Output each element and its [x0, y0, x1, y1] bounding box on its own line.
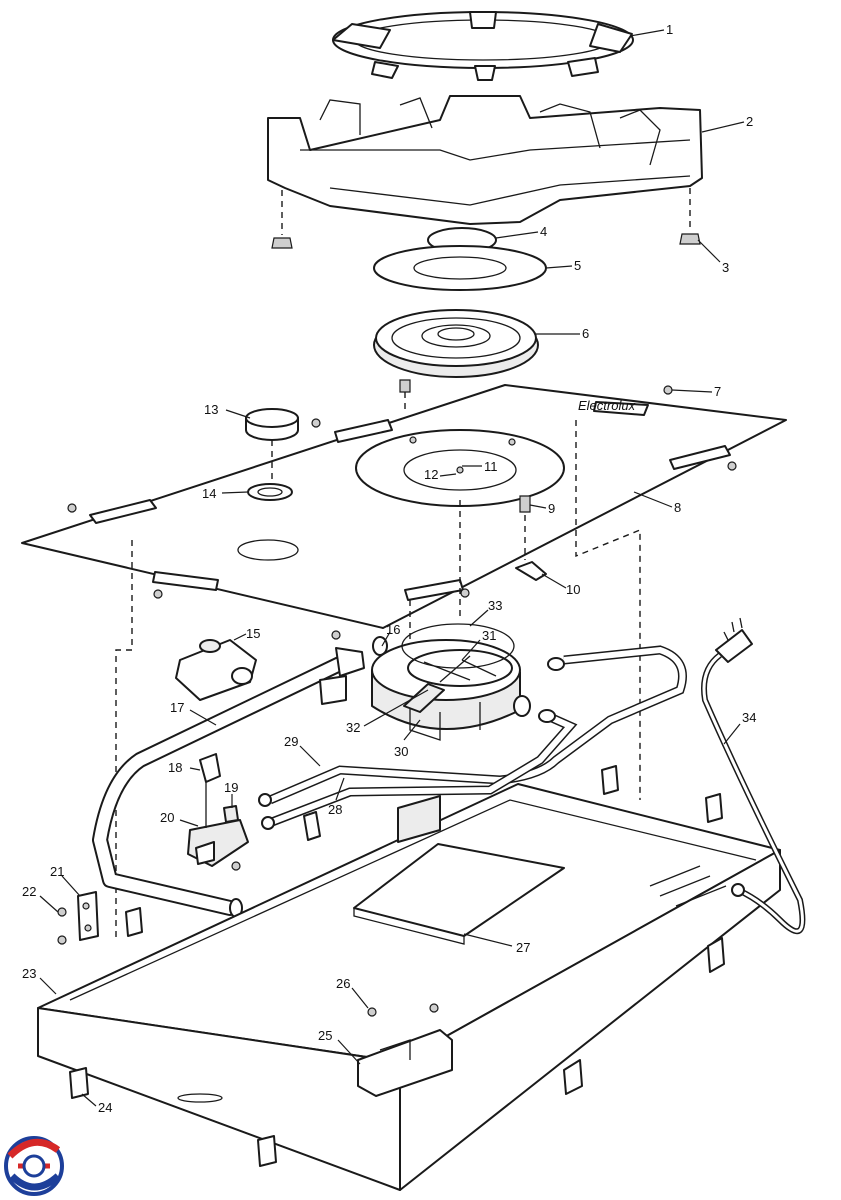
part-9-spark-plug — [519, 495, 531, 513]
callout-16: 16 — [386, 622, 400, 637]
callout-numbers: 1 2 3 4 5 6 7 8 9 10 11 12 13 14 15 16 1… — [22, 22, 756, 1115]
callout-24: 24 — [98, 1100, 112, 1115]
callout-2: 2 — [746, 114, 753, 129]
part-26-screw — [367, 1007, 377, 1017]
callout-6: 6 — [582, 326, 589, 341]
part-6-burner-head — [373, 309, 539, 378]
part-20-gas-tap — [187, 780, 249, 867]
callout-12: 12 — [424, 467, 438, 482]
callout-34: 34 — [742, 710, 756, 725]
callout-23: 23 — [22, 966, 36, 981]
callout-30: 30 — [394, 744, 408, 759]
callout-27: 27 — [516, 940, 530, 955]
part-22-clamp-screws — [57, 907, 67, 945]
callout-11: 11 — [484, 459, 498, 474]
callout-7: 7 — [714, 384, 721, 399]
callout-26: 26 — [336, 976, 350, 991]
part-25-bracket — [357, 1029, 453, 1097]
callout-32: 32 — [346, 720, 360, 735]
callout-13: 13 — [204, 402, 218, 417]
bracket-screw — [429, 1003, 439, 1013]
part-24-retaining-clips — [69, 937, 725, 1167]
part-8-glass-top: Electrolux — [21, 384, 787, 629]
callout-4: 4 — [540, 224, 547, 239]
part-19-spring — [223, 805, 239, 823]
brand-text: Electrolux — [578, 398, 636, 413]
spillage-bowl — [355, 429, 565, 507]
circular-brand-logo — [4, 1136, 64, 1196]
callout-10: 10 — [566, 582, 580, 597]
part-27-support-plate — [353, 843, 565, 945]
callout-33: 33 — [488, 598, 502, 613]
callout-leaders — [39, 29, 745, 1107]
callout-19: 19 — [224, 780, 238, 795]
callout-17: 17 — [170, 700, 184, 715]
part-5-flame-spreader — [373, 245, 547, 291]
callout-1: 1 — [666, 22, 673, 37]
callout-8: 8 — [674, 500, 681, 515]
callout-20: 20 — [160, 810, 174, 825]
part-2-grate — [267, 95, 703, 225]
ignition-electrode-top — [399, 379, 411, 410]
part-14-knob-bezel — [247, 483, 293, 501]
callout-29: 29 — [284, 734, 298, 749]
callout-14: 14 — [202, 486, 216, 501]
knob-hole — [237, 539, 299, 561]
part-10-spring-clip — [515, 561, 547, 581]
callout-9: 9 — [548, 501, 555, 516]
callout-25: 25 — [318, 1028, 332, 1043]
callout-3: 3 — [722, 260, 729, 275]
part-23-base-tray — [37, 765, 781, 1191]
part-17-gas-pipe — [92, 647, 365, 918]
part-33-burner-ring — [401, 623, 515, 669]
callout-31: 31 — [482, 628, 496, 643]
callout-28: 28 — [328, 802, 342, 817]
part-21-pipe-clamp — [77, 891, 99, 941]
callout-15: 15 — [246, 626, 260, 641]
callout-5: 5 — [574, 258, 581, 273]
tap-screw — [231, 861, 241, 871]
callout-18: 18 — [168, 760, 182, 775]
part-3-rubber-feet — [271, 188, 701, 249]
part-18-valve-bracket — [199, 753, 221, 783]
fixing-screws — [67, 385, 737, 640]
part-15-gas-connector — [175, 639, 257, 701]
callout-21: 21 — [50, 864, 64, 879]
callout-22: 22 — [22, 884, 36, 899]
part-13-control-knob — [245, 408, 299, 441]
part-1-pan-support — [332, 11, 634, 81]
part-34-power-cable — [701, 617, 806, 935]
